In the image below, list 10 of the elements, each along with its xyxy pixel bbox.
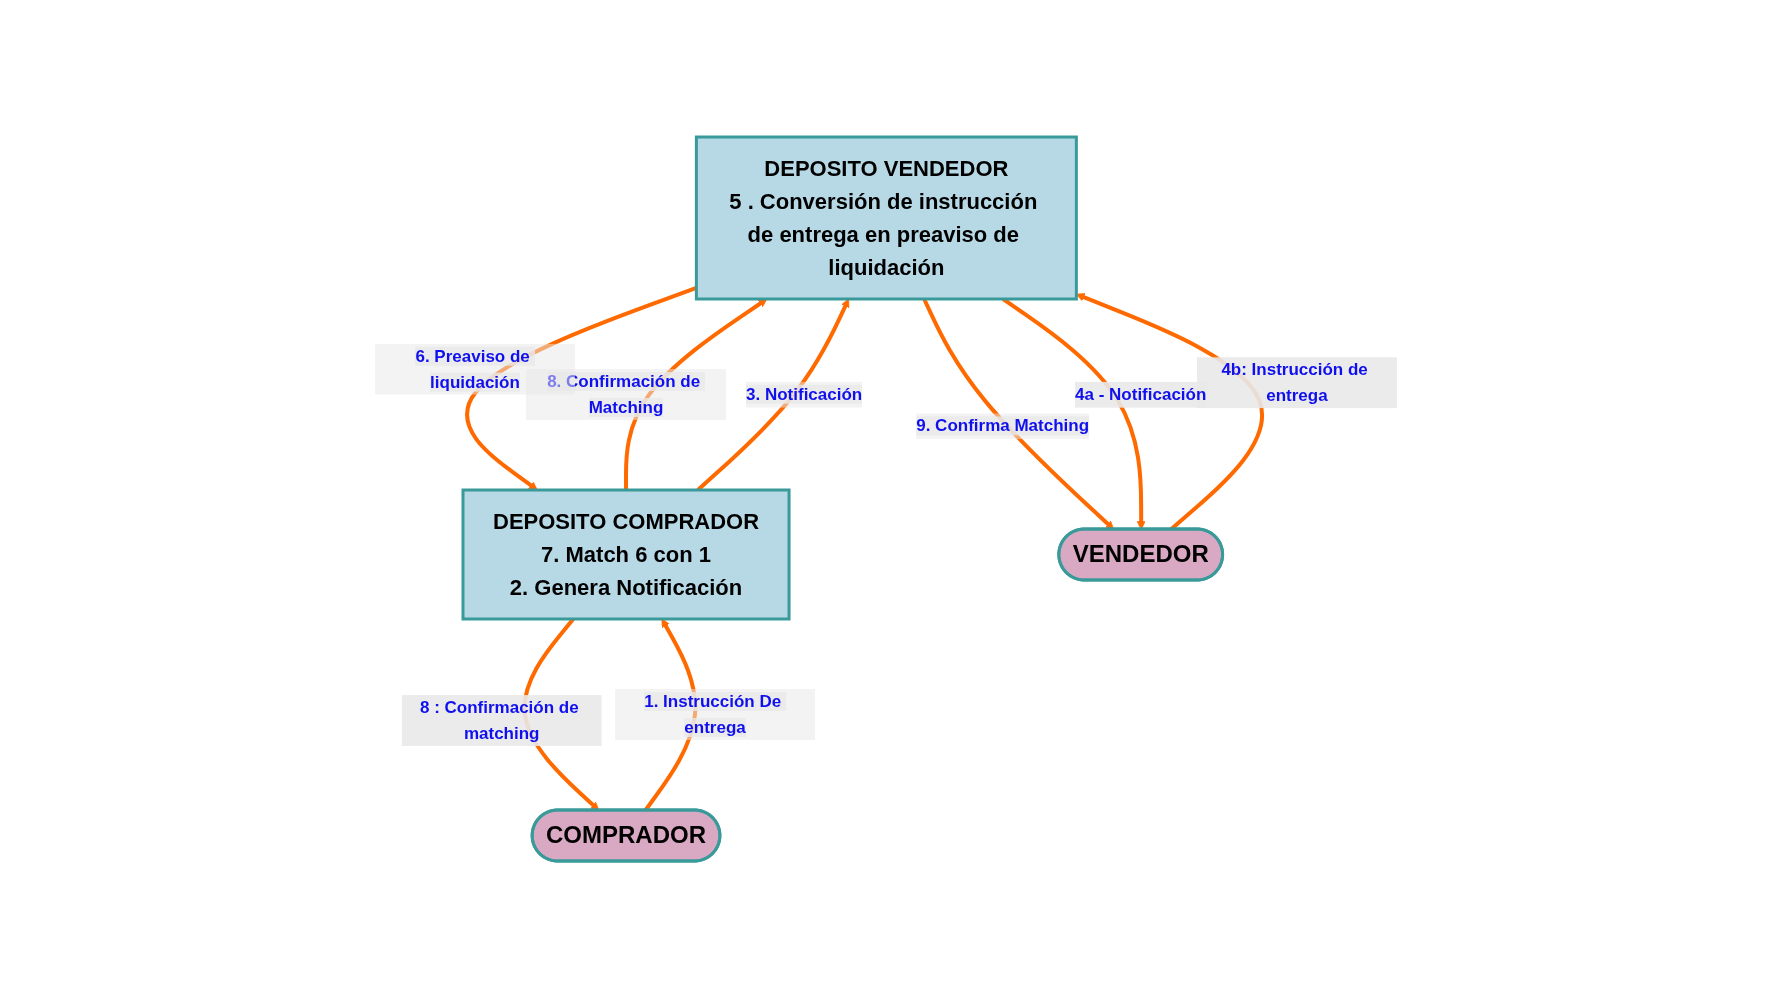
edge-label: 8 : Confirmación de matching — [419, 698, 579, 743]
edge-label: 4b: Instrucción de entrega — [1221, 360, 1368, 405]
node-box: DEPOSITO COMPRADOR 7. Match 6 con 1 2. Genera Notificación — [461, 488, 791, 621]
edge-label: 8. Confirmación de Matching — [547, 372, 701, 417]
edge-label: 6. Preaviso de liquidación — [415, 346, 530, 392]
edge-label: 9. Confirma Matching — [916, 416, 1090, 436]
edge-label: 4a - Notificación — [1075, 384, 1207, 404]
edge-label: 1. Instrucción De entrega — [644, 692, 782, 737]
edge-label: 3. Notificación — [746, 384, 863, 404]
node-box: DEPOSITO VENDEDOR 5 . Conversión de instrucción de entrega en preaviso de liquidación — [694, 135, 1078, 301]
